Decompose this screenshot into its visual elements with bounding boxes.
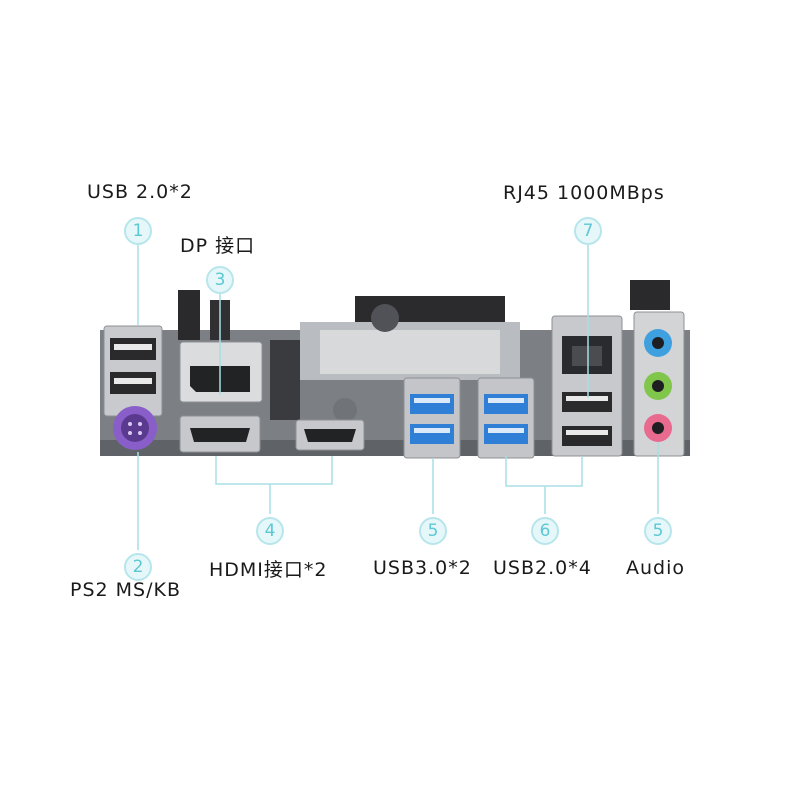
callout-badge-5-audio: 5 [644, 517, 672, 545]
label-usb3: USB3.0*2 [373, 557, 472, 579]
callout-badge-5-usb3: 5 [419, 517, 447, 545]
label-dp: DP 接口 [180, 235, 256, 257]
usb2-left-stack [103, 325, 163, 417]
callout-lines [137, 244, 659, 550]
callout-badge-1: 1 [124, 217, 152, 245]
rj45-usb2-stack [551, 315, 623, 457]
label-usb2-right: USB2.0*4 [493, 557, 592, 579]
hdmi-ports [179, 415, 365, 453]
label-rj45: RJ45 1000MBps [503, 182, 665, 204]
callout-badge-3: 3 [206, 266, 234, 294]
callout-badge-4: 4 [256, 517, 284, 545]
audio-jacks [633, 311, 685, 457]
ps2-port [113, 406, 157, 450]
callout-badge-7: 7 [574, 217, 602, 245]
label-audio: Audio [626, 557, 686, 579]
callout-badge-6: 6 [531, 517, 559, 545]
label-ps2: PS2 MS/KB [70, 579, 181, 601]
callout-badge-2: 2 [124, 553, 152, 581]
label-hdmi: HDMI接口*2 [209, 559, 328, 581]
dp-port [179, 341, 263, 403]
label-usb2-left: USB 2.0*2 [87, 181, 193, 203]
